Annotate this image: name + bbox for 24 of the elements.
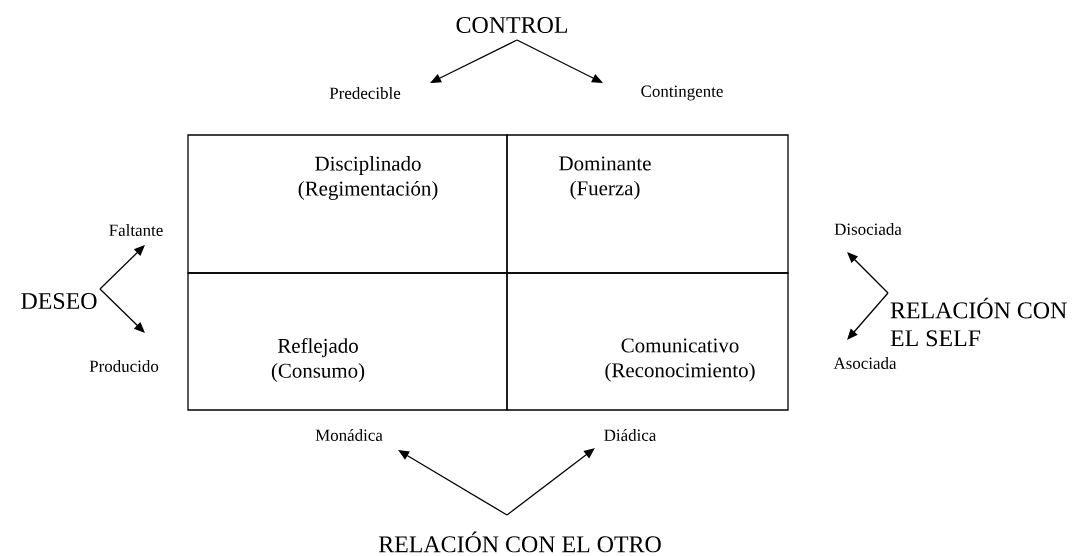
pole-label: Producido	[89, 360, 159, 372]
arrow	[99, 245, 145, 290]
axis-title: RELACIÓN CON EL OTRO	[378, 531, 661, 553]
axis-title: CONTROL	[456, 16, 567, 34]
arrow	[516, 39, 603, 83]
arrow	[430, 39, 518, 83]
quadrant-cell: Reflejado (Consumo)	[187, 272, 508, 411]
axis-title: RELACIÓN CON EL SELF	[890, 297, 1067, 347]
arrow	[398, 450, 508, 516]
arrow	[506, 448, 595, 516]
quadrant-cell: Disciplinado (Regimentación)	[187, 134, 508, 274]
quadrant-cell: Comunicativo (Reconocimiento)	[506, 272, 789, 411]
pole-label: Disociada	[834, 223, 902, 235]
arrow	[99, 288, 145, 333]
pole-label: Monádica	[315, 429, 383, 441]
arrow	[847, 252, 889, 294]
pole-label: Faltante	[109, 224, 163, 236]
pole-label: Diádica	[604, 429, 657, 441]
quadrant-cell: Dominante (Fuerza)	[506, 134, 789, 274]
arrow	[847, 292, 889, 340]
pole-label: Contingente	[641, 85, 723, 101]
axis-title: DESEO	[21, 292, 97, 310]
pole-label: Asociada	[833, 357, 897, 369]
pole-label: Predecible	[329, 87, 401, 99]
